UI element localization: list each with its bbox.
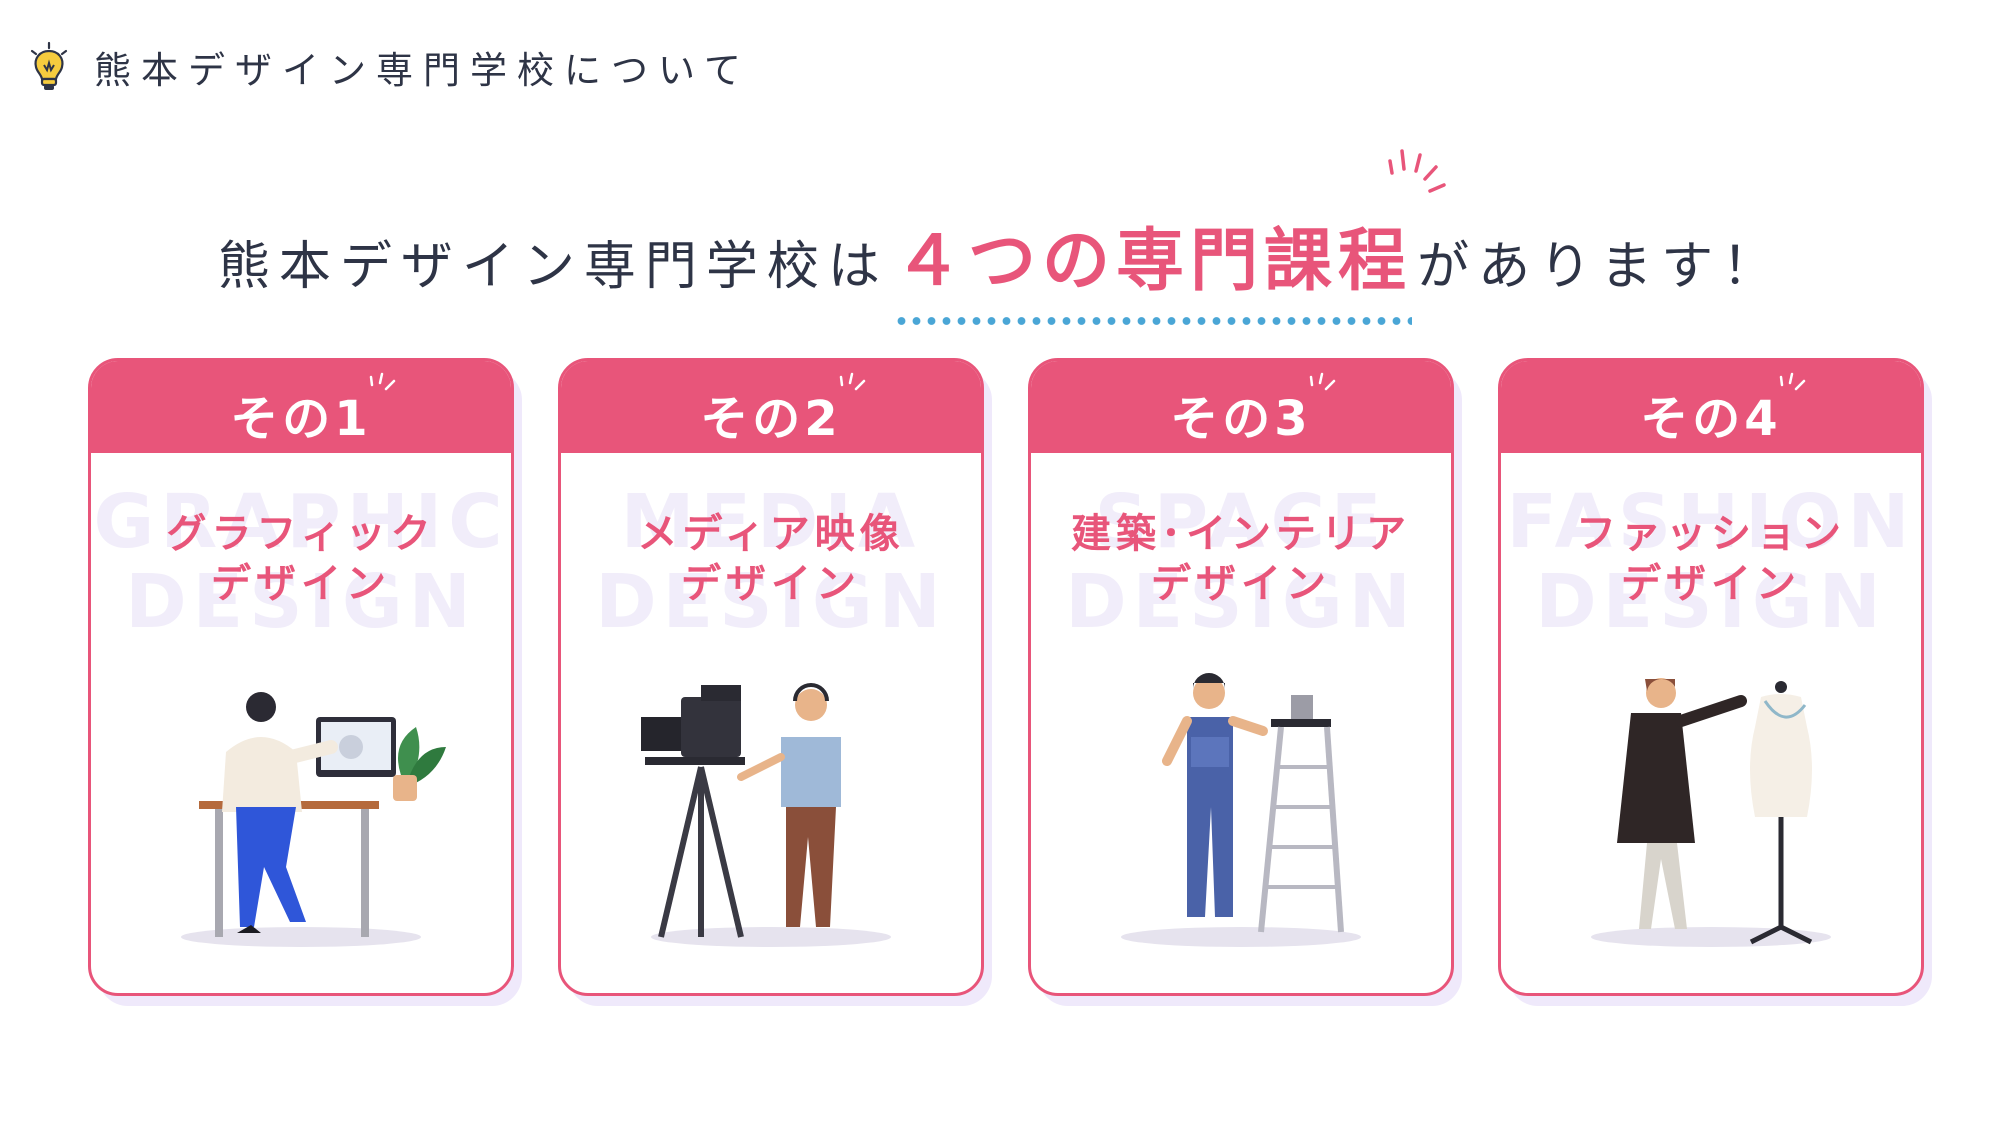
course-title-line1: ファッション — [1576, 511, 1846, 557]
card-box: その1 GRAPHIC DESIGN グラフィック デザイン — [88, 358, 514, 996]
card-tab-text: その2 — [700, 391, 842, 447]
designer-at-desk-illustration — [181, 692, 446, 947]
sparkle-icon — [839, 372, 865, 391]
watermark-line1: GRAPHIC — [93, 479, 509, 565]
sparkle-icon — [1388, 149, 1446, 193]
tailor-with-mannequin-illustration — [1591, 678, 1831, 947]
course-title-line1: グラフィック — [166, 511, 436, 557]
headline-suffix: があります！ — [1417, 237, 1784, 297]
camera-operator-illustration — [641, 683, 891, 947]
headline-accent-text: ４つの専門課程 — [893, 222, 1412, 301]
card-tab-text: その3 — [1170, 391, 1312, 447]
card-tab-label: その3 — [1170, 372, 1335, 449]
watermark-line1: MEDIA — [620, 479, 922, 565]
course-title: メディア映像 デザイン — [561, 509, 981, 609]
watermark-line2: DESIGN — [595, 559, 947, 645]
course-title-line2: デザイン — [681, 561, 861, 607]
watermark-line2: DESIGN — [125, 559, 477, 645]
page-title: 熊本デザイン専門学校について — [94, 49, 751, 92]
course-title-line1: メディア映像 — [637, 511, 905, 557]
headline: 熊本デザイン専門学校は ４つの専門課程 があります！ — [0, 149, 2001, 326]
card-tab-text: その1 — [230, 391, 372, 447]
course-title: グラフィック デザイン — [91, 509, 511, 609]
sparkle-icon — [1779, 372, 1805, 391]
headline-accent: ４つの専門課程 — [893, 149, 1446, 326]
course-title: 建築･インテリア デザイン — [1031, 509, 1451, 609]
dotted-underline — [893, 316, 1412, 326]
card-tab-label: その2 — [700, 372, 865, 449]
course-title: ファッション デザイン — [1501, 509, 1921, 609]
card-tab: その2 — [561, 361, 981, 453]
card-tab-label: その1 — [230, 372, 395, 449]
page-header: 熊本デザイン専門学校について — [26, 40, 751, 94]
course-card-fashion[interactable]: その4 FASHION DESIGN ファッション デザイン — [1498, 358, 1932, 1006]
course-card-graphic[interactable]: その1 GRAPHIC DESIGN グラフィック デザイン — [88, 358, 522, 1006]
card-tab: その1 — [91, 361, 511, 453]
watermark-line1: FASHION — [1506, 479, 1916, 565]
card-tab-text: その4 — [1640, 391, 1782, 447]
headline-prefix: 熊本デザイン専門学校は — [217, 237, 889, 297]
card-box: その3 SPACE DESIGN 建築･インテリア デザイン — [1028, 358, 1454, 996]
course-card-media[interactable]: その2 MEDIA DESIGN メディア映像 デザイン — [558, 358, 992, 1006]
course-title-line2: デザイン — [211, 561, 391, 607]
course-card-space[interactable]: その3 SPACE DESIGN 建築･インテリア デザイン — [1028, 358, 1462, 1006]
card-tab-label: その4 — [1640, 372, 1805, 449]
card-tab: その4 — [1501, 361, 1921, 453]
watermark-line1: SPACE — [1094, 479, 1388, 565]
lightbulb-icon — [30, 41, 68, 90]
watermark-line2: DESIGN — [1535, 559, 1887, 645]
painter-with-ladder-illustration — [1121, 673, 1361, 947]
course-title-line1: 建築･インテリア — [1071, 511, 1411, 557]
card-box: その2 MEDIA DESIGN メディア映像 デザイン — [558, 358, 984, 996]
sparkle-icon — [369, 372, 395, 391]
sparkle-icon — [1309, 372, 1335, 391]
course-title-line2: デザイン — [1151, 561, 1331, 607]
card-box: その4 FASHION DESIGN ファッション デザイン — [1498, 358, 1924, 996]
card-tab: その3 — [1031, 361, 1451, 453]
course-title-line2: デザイン — [1621, 561, 1801, 607]
watermark-line2: DESIGN — [1065, 559, 1417, 645]
